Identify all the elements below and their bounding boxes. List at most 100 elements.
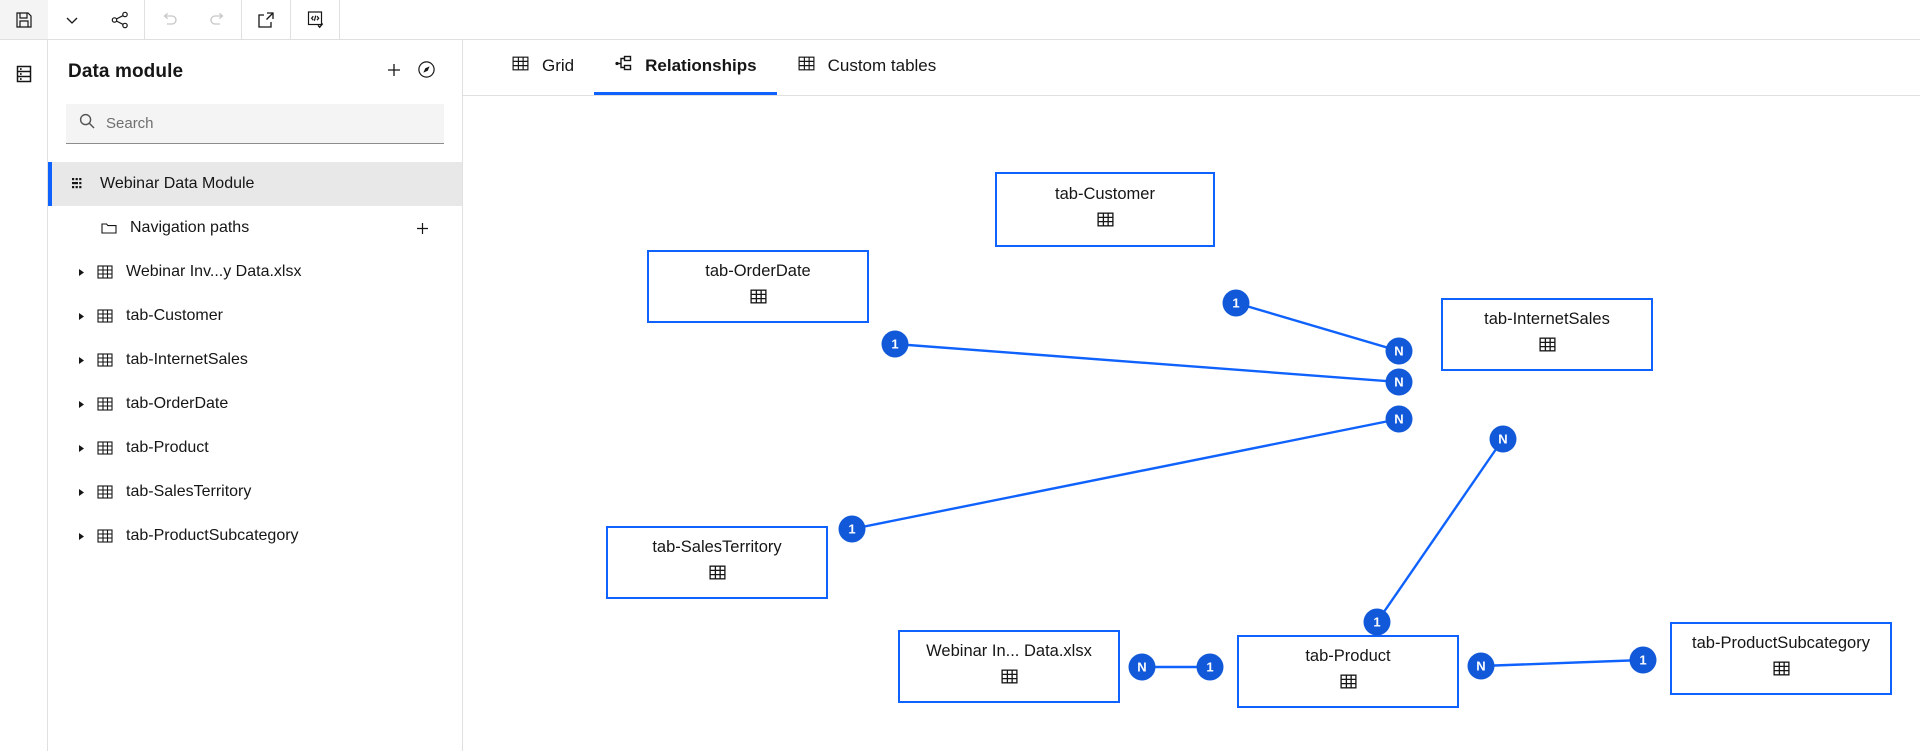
left-rail — [0, 40, 48, 751]
node-label: tab-InternetSales — [1484, 309, 1610, 328]
tree-item-label: Navigation paths — [130, 219, 250, 236]
caret-right-icon[interactable] — [70, 356, 92, 365]
tab-custom-tables[interactable]: Custom tables — [777, 40, 957, 95]
cardinality-badge-internetsales[interactable]: N — [1385, 368, 1413, 396]
cardinality-badge-salesterritory[interactable]: 1 — [838, 515, 866, 543]
tree-item-webinar-data-module[interactable]: Webinar Data Module — [48, 162, 462, 206]
diagram-node-salesterritory[interactable]: tab-SalesTerritory — [606, 526, 828, 599]
node-label: tab-OrderDate — [705, 261, 811, 280]
redo-icon — [207, 9, 228, 30]
cardinality-badge-product[interactable]: 1 — [1363, 608, 1391, 636]
caret-right-icon[interactable] — [70, 268, 92, 277]
data-panel-icon — [13, 63, 35, 90]
cardinality-badge-productsubcategory[interactable]: 1 — [1629, 646, 1657, 674]
diagram-node-customer[interactable]: tab-Customer — [995, 172, 1215, 247]
relationship-line[interactable] — [1376, 438, 1504, 623]
save-options-button[interactable] — [48, 0, 96, 39]
sidebar-search[interactable] — [66, 104, 444, 144]
tree-item-label: tab-InternetSales — [126, 351, 248, 368]
tree-item-tab-customer[interactable]: tab-Customer — [48, 294, 462, 338]
tree-item-webinar-inv-y-data-xlsx[interactable]: Webinar Inv...y Data.xlsx — [48, 250, 462, 294]
tree-item-tab-productsubcategory[interactable]: tab-ProductSubcategory — [48, 514, 462, 558]
cardinality-badge-orderdate[interactable]: 1 — [881, 330, 909, 358]
tab-label: Relationships — [645, 56, 757, 75]
node-table-icon — [1538, 335, 1557, 359]
folder-icon — [96, 219, 122, 237]
tree-item-navigation-paths[interactable]: Navigation paths — [48, 206, 462, 250]
save-button[interactable] — [0, 0, 48, 39]
table-icon — [92, 263, 118, 281]
cardinality-badge-internetsales[interactable]: N — [1489, 425, 1517, 453]
caret-right-icon[interactable] — [70, 400, 92, 409]
table-icon — [92, 351, 118, 369]
node-label: tab-ProductSubcategory — [1692, 633, 1870, 652]
cardinality-badge-internetsales[interactable]: N — [1385, 337, 1413, 365]
plus-icon — [384, 60, 404, 85]
share-button[interactable] — [96, 0, 144, 39]
cardinality-badge-product[interactable]: 1 — [1196, 653, 1224, 681]
relationship-line[interactable] — [1480, 658, 1644, 668]
node-table-icon — [749, 287, 768, 311]
tree-item-tab-orderdate[interactable]: tab-OrderDate — [48, 382, 462, 426]
validate-icon — [305, 9, 326, 30]
search-icon — [78, 112, 106, 135]
toolbar-group-validate — [291, 0, 339, 39]
diagram-node-productsubcategory[interactable]: tab-ProductSubcategory — [1670, 622, 1892, 695]
relationship-line[interactable] — [894, 342, 1400, 384]
cardinality-badge-product[interactable]: N — [1467, 652, 1495, 680]
table-icon — [92, 307, 118, 325]
open-in-new-tab-button[interactable] — [242, 0, 290, 39]
relationships-canvas[interactable]: tab-Customer tab-OrderDate tab-InternetSal… — [463, 96, 1920, 751]
tab-label: Grid — [542, 56, 575, 75]
grid-icon — [511, 54, 530, 78]
compass-icon — [416, 59, 437, 85]
toolbar-group-history — [145, 0, 241, 39]
tree-item-tab-salesterritory[interactable]: tab-SalesTerritory — [48, 470, 462, 514]
share-icon — [110, 10, 130, 30]
caret-right-icon[interactable] — [70, 312, 92, 321]
diagram-node-product[interactable]: tab-Product — [1237, 635, 1459, 708]
tree-item-tab-product[interactable]: tab-Product — [48, 426, 462, 470]
search-input[interactable] — [106, 115, 432, 132]
node-table-icon — [1339, 672, 1358, 696]
undo-icon — [159, 9, 180, 30]
toolbar-group-open — [242, 0, 290, 39]
node-table-icon — [1000, 667, 1019, 691]
relationship-line[interactable] — [1235, 301, 1400, 353]
relationship-links — [851, 301, 1644, 669]
cardinality-badge-customer[interactable]: 1 — [1222, 289, 1250, 317]
tree-item-tab-internetsales[interactable]: tab-InternetSales — [48, 338, 462, 382]
node-label: tab-Product — [1305, 646, 1391, 665]
add-navigation-path-button[interactable] — [410, 216, 434, 240]
validate-button[interactable] — [291, 0, 339, 39]
diagram-node-orderdate[interactable]: tab-OrderDate — [647, 250, 869, 323]
tree-item-label: Webinar Data Module — [100, 175, 255, 192]
relationship-line[interactable] — [851, 417, 1400, 531]
sidebar-add-button[interactable] — [378, 56, 410, 88]
cardinality-badge-internetsales[interactable]: N — [1385, 405, 1413, 433]
tab-relationships[interactable]: Relationships — [594, 40, 777, 95]
caret-right-icon[interactable] — [70, 444, 92, 453]
tab-grid[interactable]: Grid — [491, 40, 594, 95]
toolbar-group-file — [0, 0, 144, 39]
top-toolbar — [0, 0, 1920, 40]
sidebar-explore-button[interactable] — [410, 56, 442, 88]
tree-item-label: Webinar Inv...y Data.xlsx — [126, 263, 302, 280]
sidebar-title: Data module — [68, 61, 184, 82]
caret-right-icon[interactable] — [70, 532, 92, 541]
tree-item-label: tab-OrderDate — [126, 395, 229, 412]
table-icon — [92, 483, 118, 501]
diagram-node-internetsales[interactable]: tab-InternetSales — [1441, 298, 1653, 371]
tree-item-label: tab-SalesTerritory — [126, 483, 252, 500]
node-label: Webinar In... Data.xlsx — [926, 641, 1092, 660]
main-tabs: Grid Relationships Custom tables — [463, 40, 1920, 96]
caret-right-icon[interactable] — [70, 488, 92, 497]
toolbar-divider — [290, 0, 291, 39]
tree-item-label: tab-Customer — [126, 307, 223, 324]
undo-button[interactable] — [145, 0, 193, 39]
diagram-node-webinar-xlsx[interactable]: Webinar In... Data.xlsx — [898, 630, 1120, 703]
rail-item-data[interactable] — [4, 56, 44, 96]
redo-button[interactable] — [193, 0, 241, 39]
cardinality-badge-webinar-xlsx[interactable]: N — [1128, 653, 1156, 681]
